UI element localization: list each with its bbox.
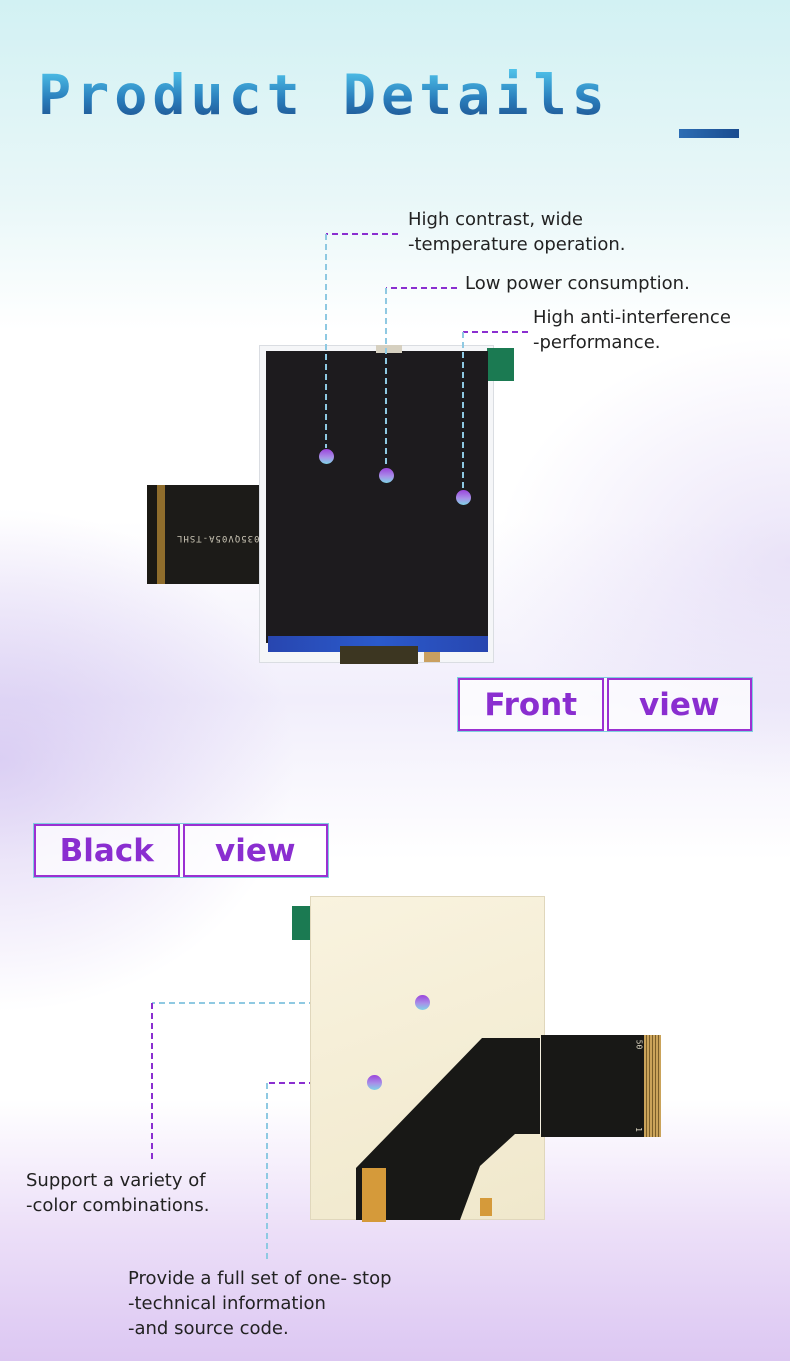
front-callout-1-dot <box>319 449 334 464</box>
title-accent-bar <box>679 129 739 138</box>
back-pin-label-last: 50 <box>634 1039 644 1050</box>
front-view-label-left: Front <box>458 678 604 731</box>
back-callout-1-text: Support a variety of -color combinations… <box>26 1170 210 1216</box>
lcd-front-screen <box>266 351 488 643</box>
front-callout-3-dot <box>456 490 471 505</box>
back-green-tab <box>292 906 312 940</box>
front-fpc-cable <box>147 485 262 584</box>
front-callout-3-text: High anti-interference -performance. <box>533 307 731 353</box>
back-view-label-left: Black <box>34 824 180 877</box>
back-gold-pad <box>480 1198 492 1216</box>
back-view-label: Black view <box>33 823 329 878</box>
back-callout-1-dot <box>415 995 430 1010</box>
front-callout-2-text: Low power consumption. <box>465 273 690 294</box>
back-fpc-diagonal <box>356 1038 545 1220</box>
lcd-blue-strip <box>268 636 488 652</box>
back-callout-2-text: Provide a full set of one- stop -technic… <box>128 1268 392 1339</box>
page-title: Product Details <box>38 63 610 127</box>
back-callout-2-dot <box>367 1075 382 1090</box>
front-view-label-right: view <box>606 678 752 731</box>
back-fpc-cable <box>541 1035 649 1137</box>
lcd-bottom-connector <box>340 646 418 664</box>
lcd-top-notch <box>376 345 402 353</box>
back-view-label-right: view <box>182 824 328 877</box>
lcd-bottom-pad <box>424 652 440 662</box>
lcd-green-tab <box>487 348 514 381</box>
back-gold-component <box>362 1168 386 1222</box>
back-fpc-gold-contacts <box>644 1035 661 1137</box>
front-callout-1-text: High contrast, wide -temperature operati… <box>408 209 626 255</box>
front-view-label: Front view <box>457 677 753 732</box>
back-pin-label-first: 1 <box>633 1127 643 1132</box>
front-callout-2-dot <box>379 468 394 483</box>
